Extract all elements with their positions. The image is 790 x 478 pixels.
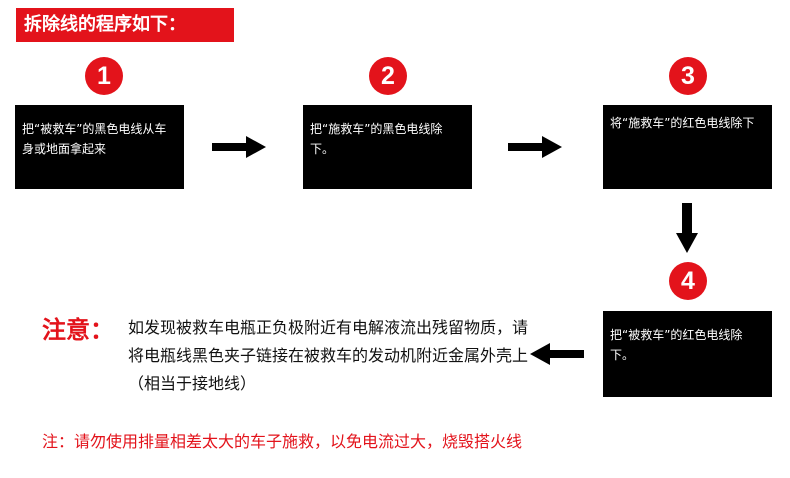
arrow-right-icon [212,136,266,158]
bottom-note: 注：请勿使用排量相差太大的车子施救，以免电流过大，烧毁搭火线 [42,432,523,451]
step-1-text: 把“被救车”的黑色电线从车身或地面拿起来 [22,122,167,156]
step-2-text: 把“施救车”的黑色电线除下。 [310,122,443,156]
step-3-text: 将“施救车”的红色电线除下 [610,116,755,130]
step-3-number-badge: 3 [669,57,707,95]
step-3-box: 将“施救车”的红色电线除下 [603,105,772,189]
step-4-text: 把“被救车”的红色电线除下。 [610,328,743,362]
step-4-box: 把“被救车”的红色电线除下。 [603,311,772,397]
step-1-number-badge: 1 [85,57,123,95]
arrow-right-icon [508,136,562,158]
note-block: 注意： 如发现被救车电瓶正负极附近有电解液流出残留物质，请将电瓶线黑色夹子链接在… [42,308,542,400]
title-banner: 拆除线的程序如下： [16,8,234,42]
arrow-left-icon [530,343,584,365]
step-1-box: 把“被救车”的黑色电线从车身或地面拿起来 [15,105,184,189]
arrow-down-icon [676,203,698,253]
step-2-number-badge: 2 [369,57,407,95]
page-title: 拆除线的程序如下： [24,14,186,35]
step-2-box: 把“施救车”的黑色电线除下。 [303,105,472,189]
note-label: 注意： [42,316,114,344]
note-text: 如发现被救车电瓶正负极附近有电解液流出残留物质，请将电瓶线黑色夹子链接在被救车的… [128,318,529,393]
step-4-number-badge: 4 [669,262,707,300]
